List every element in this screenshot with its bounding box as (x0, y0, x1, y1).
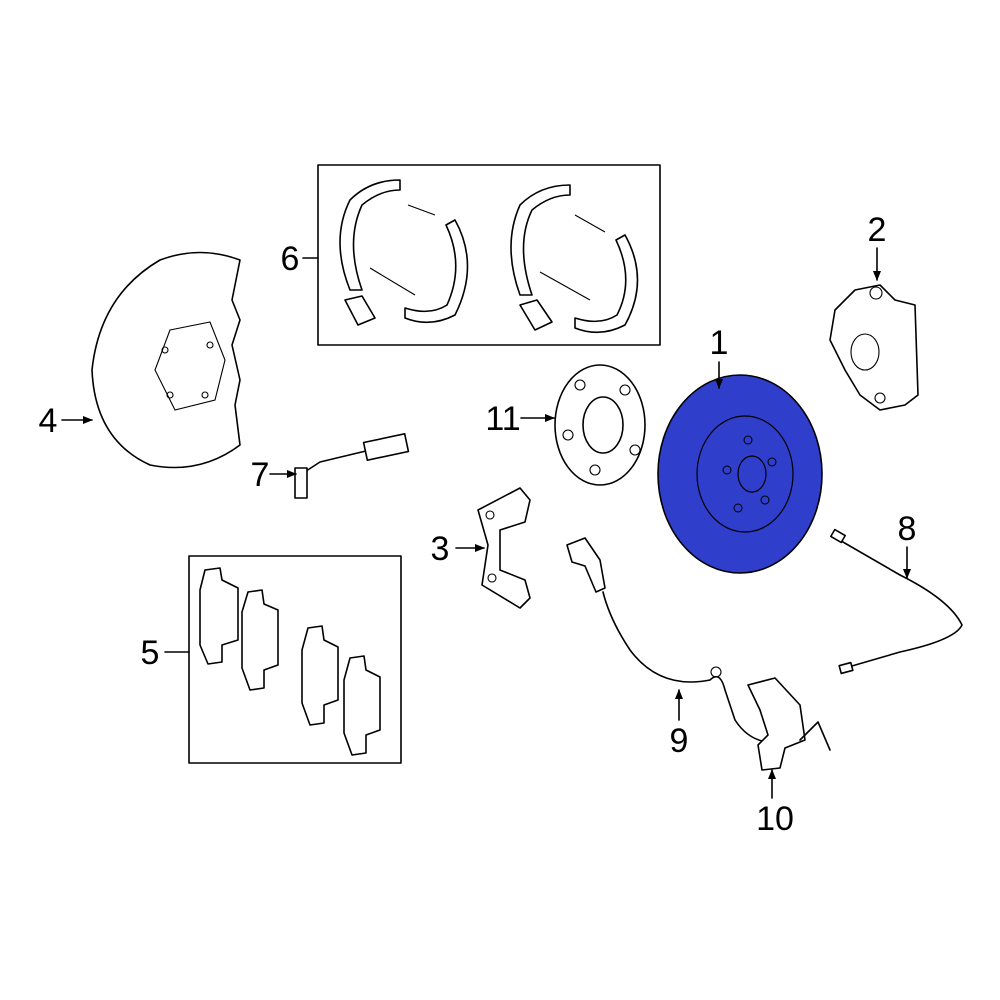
brake-hose-fitting (830, 528, 846, 544)
brake-hose-line (835, 537, 963, 669)
callout-11: 11 (485, 400, 520, 438)
spring-left-top (407, 204, 436, 216)
shoe-right-b (574, 234, 639, 334)
caliper-bracket (477, 487, 531, 609)
bracket-hole (485, 510, 495, 520)
callout-2: 2 (868, 211, 887, 249)
spring-right-top (574, 214, 606, 233)
rotor-hat (696, 415, 794, 533)
dust-shield-hole (166, 391, 174, 399)
brake-hose-group[interactable] (830, 528, 963, 675)
dust-shield-center (154, 321, 226, 411)
callout-3: 3 (431, 530, 450, 568)
bracket-hole (487, 573, 497, 583)
rotor-lug-hole (722, 465, 732, 475)
callout-4: 4 (39, 402, 58, 440)
callout-leaders (61, 247, 911, 799)
dust-shield-hole (206, 341, 214, 349)
spring-right-bottom (539, 271, 591, 301)
abs-connector (566, 537, 606, 593)
callout-7: 7 (251, 456, 270, 494)
abs-cable-clip (710, 666, 722, 678)
callout-9: 9 (670, 722, 689, 760)
callout-labels: 1 2 3 4 5 6 7 8 9 10 11 (39, 211, 917, 838)
caliper-bolt (869, 286, 883, 300)
dust-shield-hole (201, 391, 209, 399)
hub-spacer-hole (574, 379, 586, 391)
rotor-disc (657, 374, 823, 574)
dust-shield-hole (161, 346, 169, 354)
pad-1 (199, 567, 239, 665)
shoe-right-a (510, 184, 571, 296)
callout-10: 10 (756, 800, 794, 838)
parking-brake-shoes-box (317, 164, 661, 346)
abs-sensor-tip (799, 721, 831, 751)
callout-5: 5 (141, 634, 160, 672)
brake-pads-box (188, 555, 402, 764)
hub-spacer-hole (589, 464, 601, 476)
rotor-lug-hole (743, 435, 753, 445)
rotor-lug-hole (767, 457, 777, 467)
adjuster-right (519, 299, 553, 331)
brake-hose-fitting (838, 661, 854, 675)
pad-wear-sensor-group[interactable] (294, 433, 410, 499)
adjuster-left (344, 295, 376, 326)
pad-2 (241, 589, 279, 691)
pad-3 (301, 625, 339, 726)
shoe-left-b (404, 219, 469, 324)
dust-shield-group[interactable] (91, 251, 241, 469)
caliper-piston (850, 333, 880, 371)
callout-1: 1 (710, 324, 729, 362)
parking-brake-shoes-group[interactable] (317, 164, 661, 346)
caliper-group[interactable] (829, 284, 919, 411)
wear-sensor-wire (299, 449, 371, 476)
shoe-left-a (339, 179, 401, 291)
caliper-body (829, 284, 919, 411)
hub-spacer-hole (629, 444, 641, 456)
hub-spacer-bore (582, 396, 624, 454)
wear-sensor-tip (294, 467, 308, 499)
callout-8: 8 (898, 510, 917, 548)
hub-spacer-group[interactable] (554, 364, 646, 486)
hub-spacer-hole (562, 429, 574, 441)
spring-left-bottom (369, 267, 416, 296)
wear-sensor-connector (362, 433, 410, 461)
rotor-lug-hole (733, 503, 743, 513)
abs-sensor-group[interactable] (747, 677, 831, 771)
pad-4 (343, 655, 381, 756)
rotor-lug-hole (760, 495, 770, 505)
dust-shield-plate (91, 251, 241, 469)
rotor-group[interactable] (657, 374, 823, 574)
caliper-bolt (874, 392, 886, 404)
hub-spacer-ring (554, 364, 646, 486)
abs-sensor-body (747, 677, 806, 771)
rotor-bore (737, 455, 767, 493)
abs-sensor-cable-group[interactable] (566, 537, 769, 743)
brake-pads-group[interactable] (188, 555, 402, 764)
abs-cable (602, 591, 769, 743)
hub-spacer-hole (619, 384, 631, 396)
caliper-bracket-group[interactable] (477, 487, 531, 609)
callout-6: 6 (281, 240, 300, 278)
